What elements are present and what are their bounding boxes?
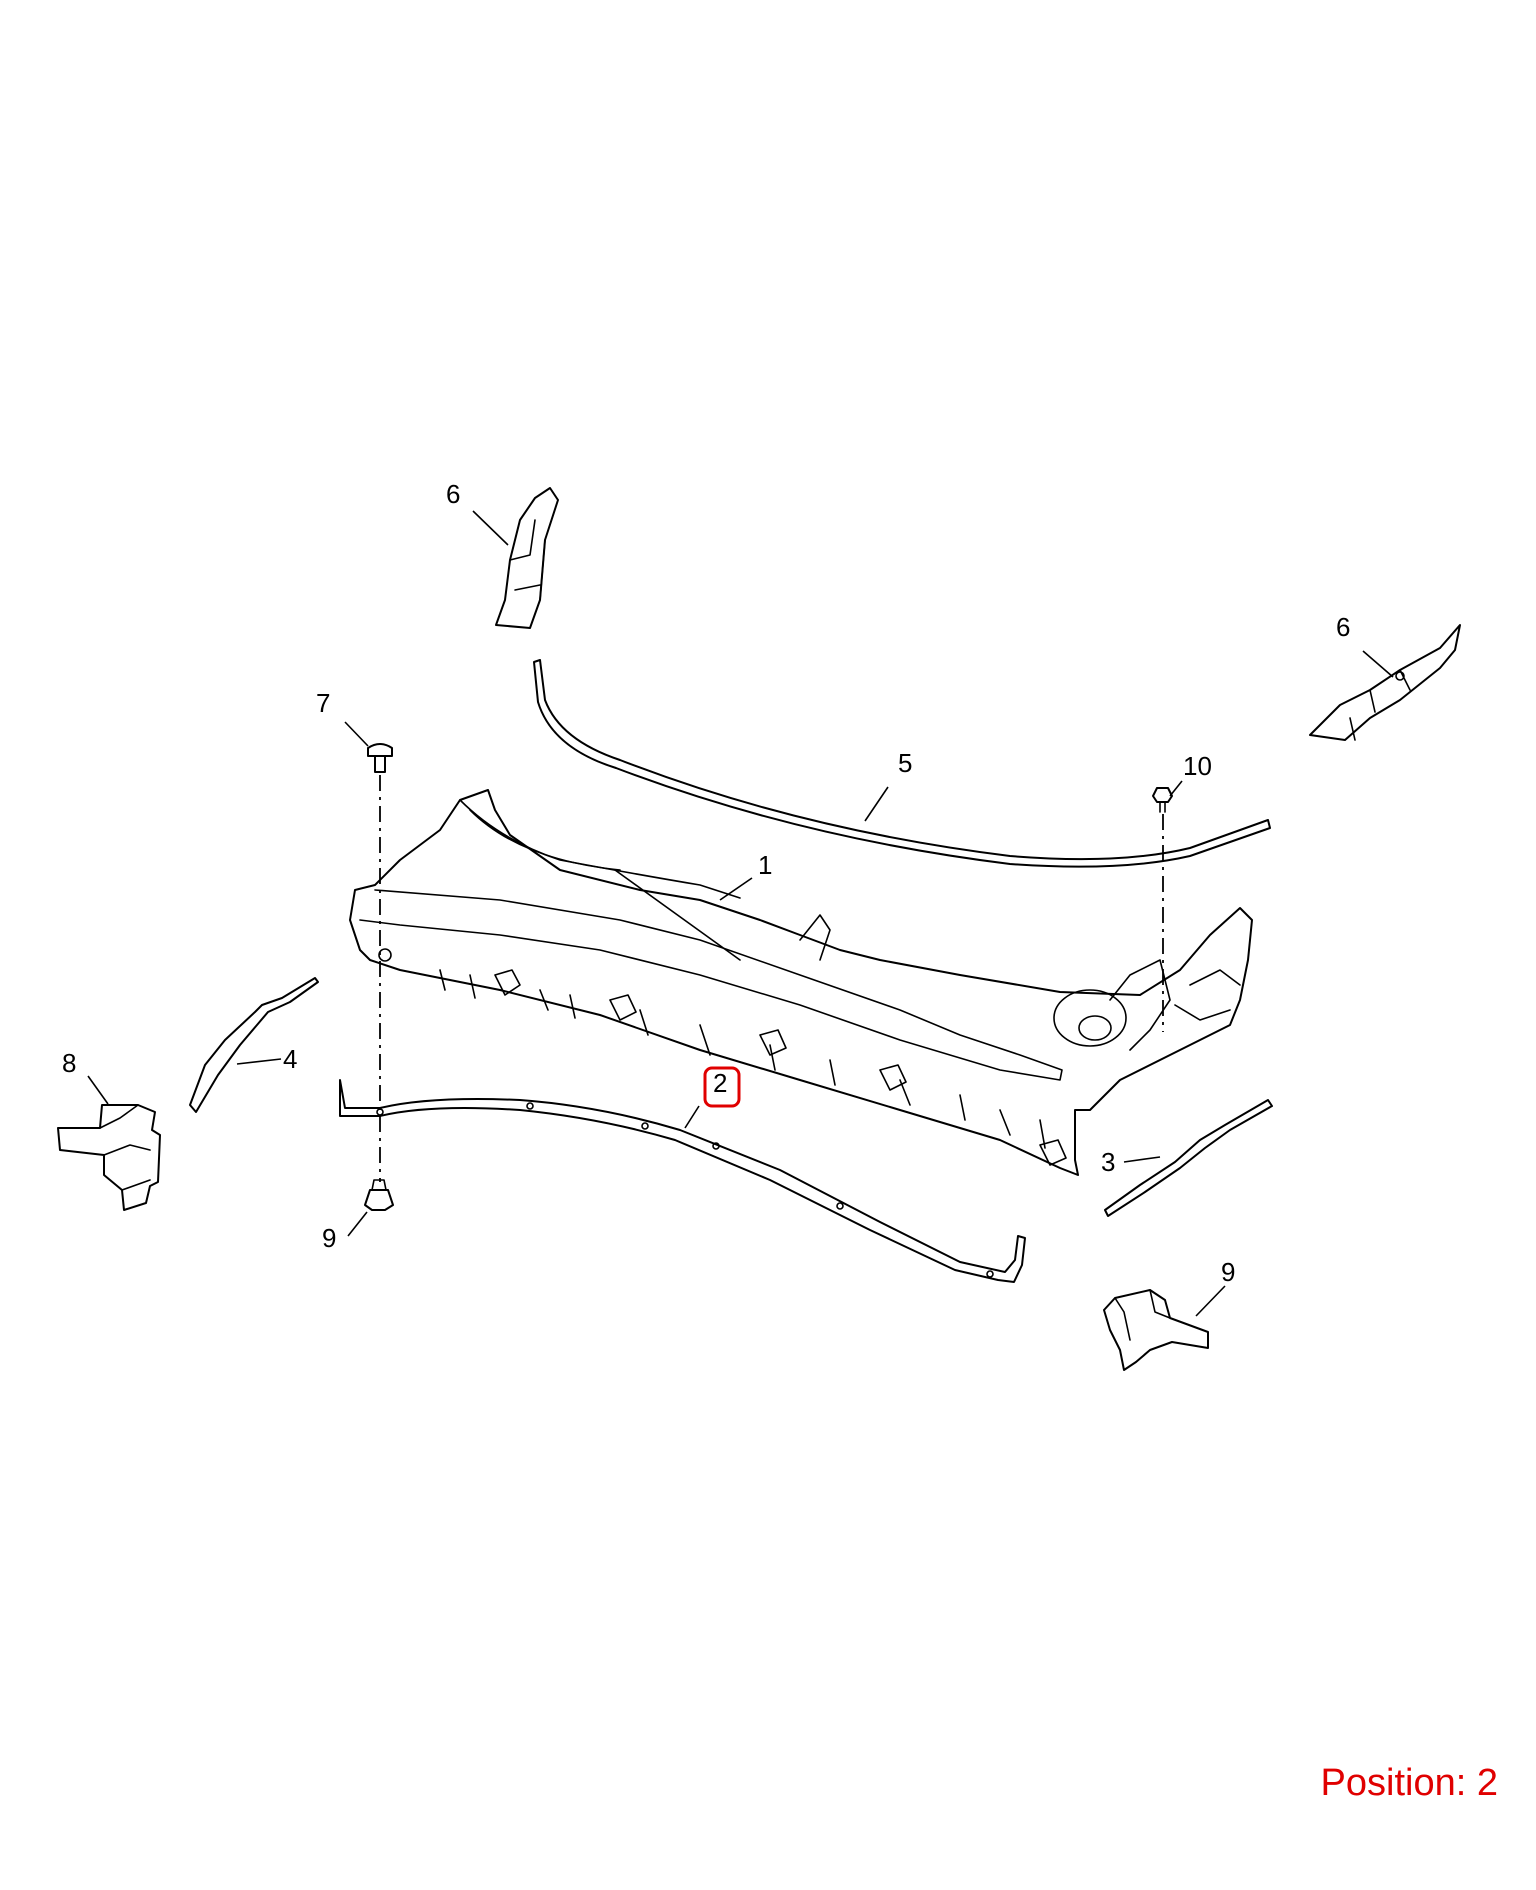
part-7-shape <box>367 743 393 773</box>
callout-8: 9 <box>322 1223 336 1253</box>
callout-2: 2 <box>713 1068 727 1098</box>
part-2-shape <box>339 1079 1026 1283</box>
callout-3: 3 <box>1101 1147 1115 1177</box>
part-3-shape <box>1104 1099 1273 1217</box>
part-6-right-shape <box>1309 624 1461 741</box>
part-1-shape <box>349 789 1253 1176</box>
part-8-shape <box>364 1179 394 1211</box>
callout-7: 7 <box>316 688 330 718</box>
callout-9-right: 9 <box>1221 1257 1235 1287</box>
part-5-shape <box>533 659 1271 868</box>
leader-lines <box>87 510 1394 1317</box>
part-10-shape <box>1152 787 1173 813</box>
callout-1: 1 <box>758 850 772 880</box>
callout-6-right: 6 <box>1336 612 1350 642</box>
part-9-right-shape <box>1103 1289 1209 1371</box>
part-6-left-shape <box>495 487 559 629</box>
callout-4: 4 <box>283 1044 297 1074</box>
position-label: Position: 2 <box>1320 1762 1498 1804</box>
callout-9-left: 8 <box>62 1048 76 1078</box>
callout-6-left: 6 <box>446 479 460 509</box>
callout-2-highlight <box>703 1066 741 1108</box>
part-9-left-shape <box>57 1104 161 1211</box>
part-4-shape <box>189 977 319 1113</box>
callout-10: 10 <box>1183 751 1212 781</box>
callout-5: 5 <box>898 748 912 778</box>
